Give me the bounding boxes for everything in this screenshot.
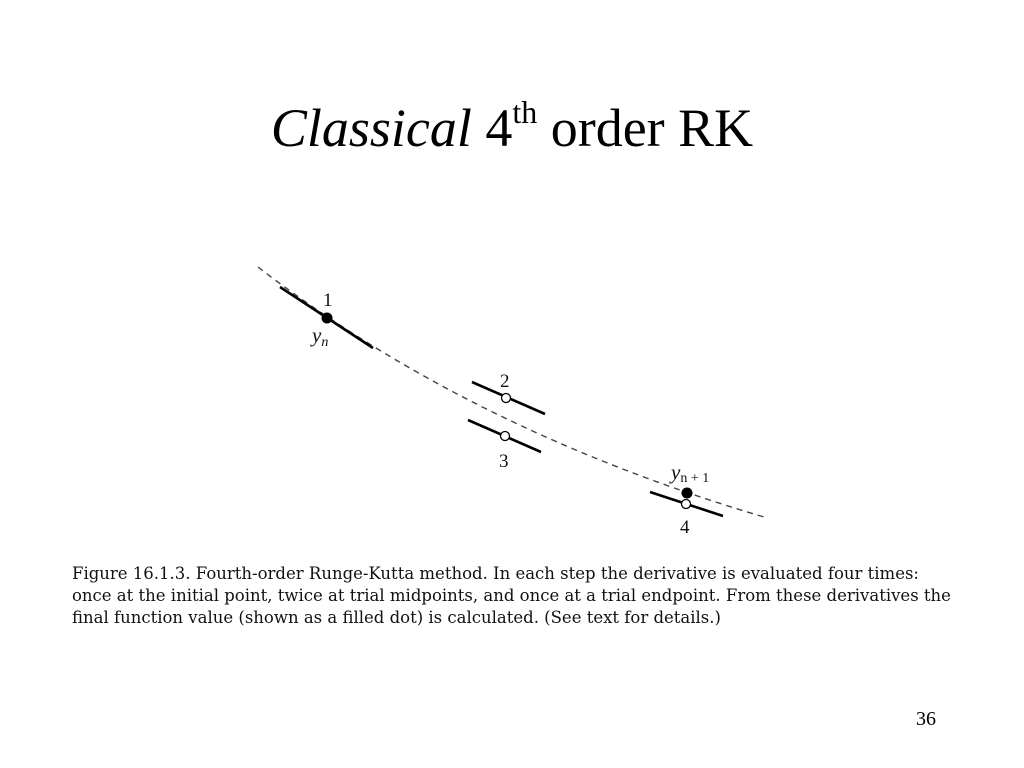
label-yn: yn bbox=[310, 323, 328, 350]
point-yn-filled-dot bbox=[321, 312, 333, 324]
point-3-open-dot bbox=[499, 430, 511, 442]
label-yn-base: y bbox=[310, 323, 322, 347]
label-yn1-base: y bbox=[669, 460, 681, 484]
label-yn1: yn + 1 bbox=[669, 460, 709, 486]
slide-title: Classical 4th order RK bbox=[0, 96, 1024, 158]
figure-caption: Figure 16.1.3. Fourth-order Runge-Kutta … bbox=[72, 563, 962, 629]
caption-line-1: Figure 16.1.3. Fourth-order Runge-Kutta … bbox=[72, 564, 919, 583]
caption-line-2: once at the initial point, twice at tria… bbox=[72, 586, 951, 605]
label-yn1-sub: n + 1 bbox=[680, 471, 709, 486]
point-2-open-dot bbox=[500, 392, 512, 404]
point-4-open-dot bbox=[680, 498, 692, 510]
slide-number: 36 bbox=[916, 708, 936, 730]
label-4: 4 bbox=[680, 517, 690, 538]
title-order-number: 4 bbox=[485, 98, 513, 158]
label-1: 1 bbox=[323, 290, 333, 311]
point-yn1-filled-dot bbox=[681, 487, 693, 499]
caption-line-3: final function value (shown as a filled … bbox=[72, 608, 721, 627]
label-yn-sub: n bbox=[321, 335, 328, 350]
title-rest: order RK bbox=[550, 98, 754, 158]
label-2: 2 bbox=[500, 371, 510, 392]
title-italic-word: Classical bbox=[270, 98, 472, 158]
title-superscript: th bbox=[512, 94, 538, 130]
label-3: 3 bbox=[499, 451, 509, 472]
